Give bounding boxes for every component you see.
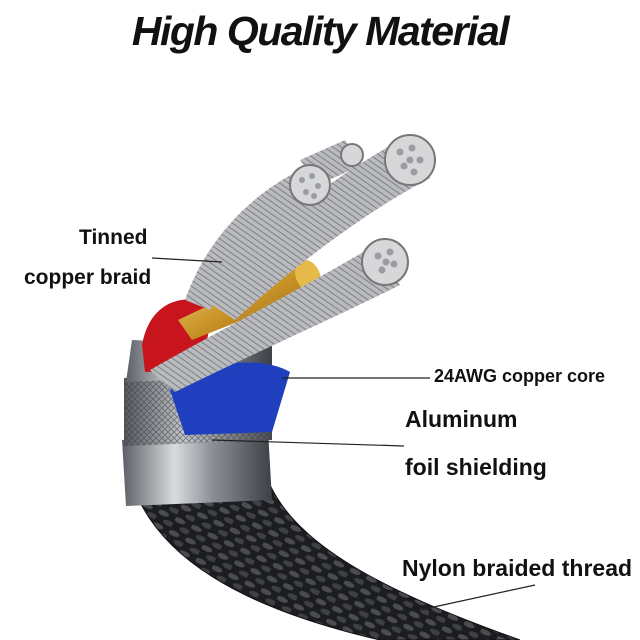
- tinned-braid-strand-2: [205, 140, 430, 320]
- label-copper-braid: copper braid: [24, 266, 152, 289]
- tinned-braid-strand-3: [150, 245, 400, 392]
- nylon-braid-jacket: [127, 461, 521, 640]
- page-title: High Quality Material: [131, 8, 510, 54]
- label-foil-shielding: foil shielding: [405, 454, 547, 480]
- leader-aluminum: [211, 439, 405, 447]
- blue-insulation: [170, 362, 290, 435]
- leader-copper-braid: [151, 257, 223, 263]
- label-nylon-braided-thread: Nylon braided thread: [402, 555, 633, 581]
- leader-nylon: [419, 584, 536, 611]
- tinned-braid-strand-1: [185, 170, 332, 310]
- ferrule-lower: [122, 430, 272, 506]
- label-tinned: Tinned: [79, 226, 148, 249]
- label-aluminum: Aluminum: [405, 406, 518, 432]
- label-copper-core: 24AWG copper core: [434, 366, 606, 386]
